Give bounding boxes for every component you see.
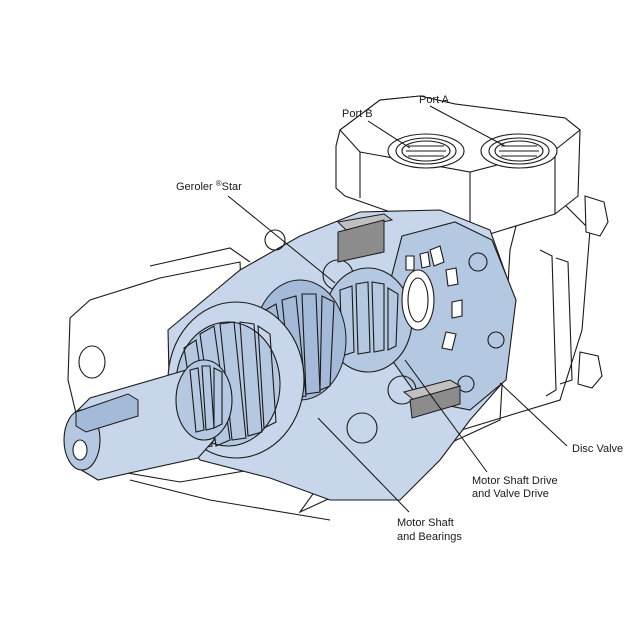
leader-motor-shaft-bearings <box>317 417 410 513</box>
leader-lines <box>227 105 568 513</box>
leader-geroler-star <box>227 195 336 284</box>
label-motor-shaft-drive-line2: and Valve Drive <box>472 488 549 500</box>
label-geroler-star-mark: ® <box>216 179 222 188</box>
leader-motor-shaft-drive <box>404 359 488 473</box>
label-geroler-star: Geroler ®Star <box>176 179 242 193</box>
label-disc-valve: Disc Valve <box>572 443 623 455</box>
leader-port-a <box>429 105 506 147</box>
leader-port-b <box>367 120 411 149</box>
label-geroler-star-prefix: Geroler <box>176 181 216 193</box>
label-motor-shaft-drive-line1: Motor Shaft Drive <box>472 475 558 487</box>
label-motor-shaft-bearings-line2: and Bearings <box>397 531 462 543</box>
label-port-a: Port A <box>419 94 450 106</box>
port-a-opening <box>480 133 558 169</box>
label-geroler-star-suffix: Star <box>222 181 243 193</box>
callout-labels: Port B Port A Geroler ®Star Disc Valve M… <box>176 94 623 543</box>
disc-valve-ports <box>405 245 463 351</box>
label-motor-shaft-bearings-line1: Motor Shaft <box>397 517 454 529</box>
port-b-opening <box>387 133 465 169</box>
output-shaft <box>63 359 233 481</box>
label-port-b: Port B <box>342 108 373 120</box>
leader-disc-valve <box>499 382 568 447</box>
